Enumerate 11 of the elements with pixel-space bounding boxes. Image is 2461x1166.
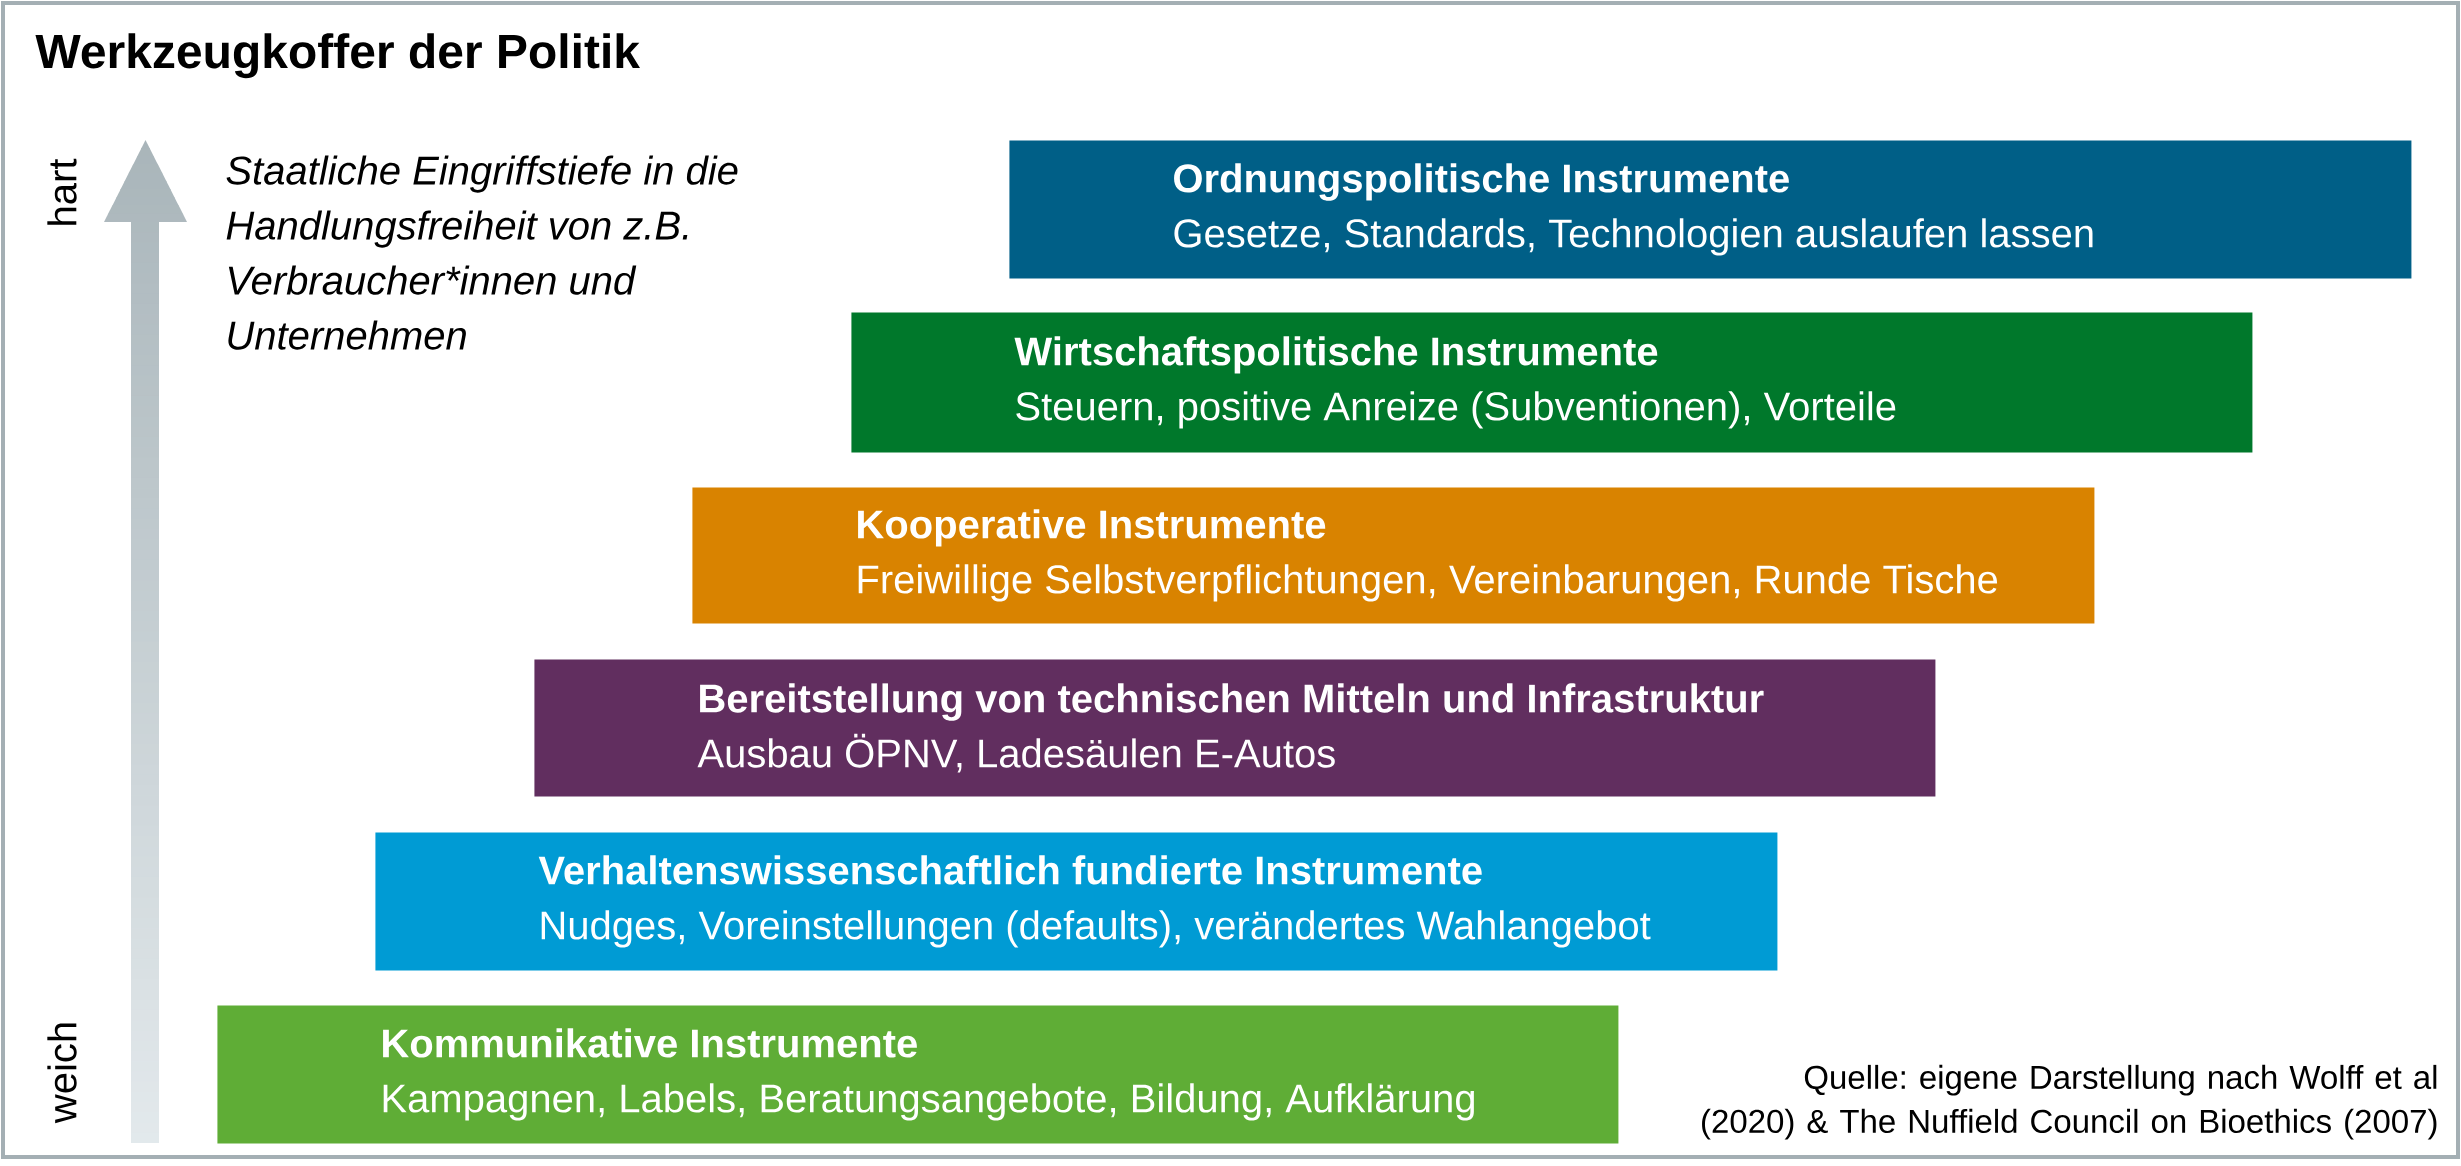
- level-box: Ordnungspolitische Instrumente Gesetze, Standards, Technologien auslaufen lassen: [1009, 140, 2412, 279]
- level-box: Kooperative Instrumente Freiwillige Selbstverpflichtungen, Vereinbarungen, Runde Tische: [692, 487, 2095, 624]
- scale-label: weich: [47, 1023, 77, 1124]
- scale-label: hart: [47, 158, 77, 225]
- title: Werkzeugkoffer der Politik: [35, 33, 640, 79]
- level-box: Kommunikative Instrumente Kampagnen, Labels, Beratungsangebote, Bildung, Aufklärung: [217, 1005, 1619, 1144]
- level-box: Bereitstellung von technischen Mitteln und Infrastruktur Ausbau ÖPNV, Ladesäulen E-Autos: [534, 659, 1936, 797]
- level-box: Verhaltenswissenschaftlich fundierte Instrumente Nudges, Voreinstellungen (defaults), verändertes Wahlangebot: [375, 832, 1778, 971]
- source-note: Quelle: eigene Darstellung nach Wolff et al (2020) & The Nuffield Council on Bioethics (2007): [1702, 1064, 2437, 1140]
- level-box: Wirtschaftspolitische Instrumente Steuern, positive Anreize (Subventionen), Vorteile: [851, 312, 2253, 453]
- description-text: Staatliche Eingriffstiefe in die Handlungsfreiheit von z.B. Verbraucher*innen und Unternehmen: [226, 155, 738, 350]
